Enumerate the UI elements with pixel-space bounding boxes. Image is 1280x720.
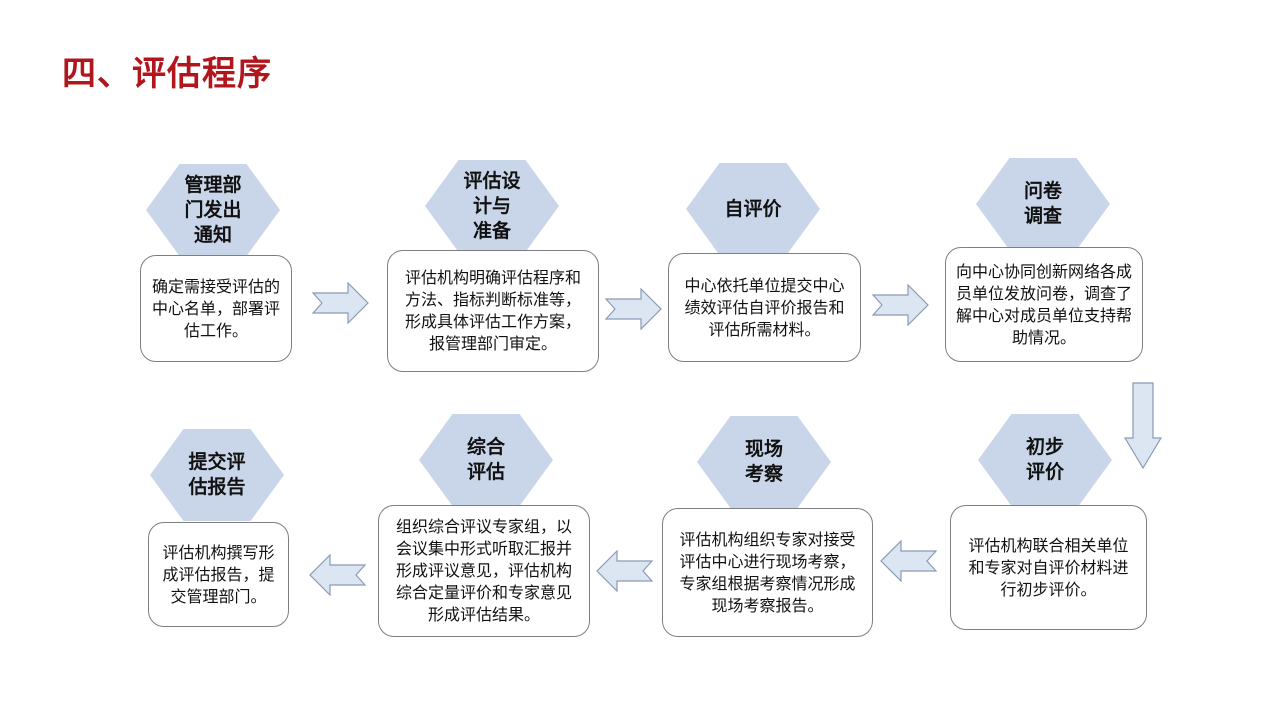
arrow-left-icon [880,540,937,582]
page-title: 四、评估程序 [62,54,272,94]
step-7-box: 组织综合评议专家组，以会议集中形式听取汇报并形成评议意见，评估机构综合定量评价和… [378,505,590,637]
arrow-down-icon [1124,382,1162,470]
step-4-desc: 向中心协同创新网络各成员单位发放问卷，调查了解中心对成员单位支持帮助情况。 [956,261,1133,347]
step-8-hexagon: 提交评 估报告 [150,429,284,521]
step-6-hexagon: 现场 考察 [697,416,831,508]
step-2-box: 评估机构明确评估程序和方法、指标判断标准等，形成具体评估工作方案，报管理部门审定… [387,250,599,372]
step-7-hexagon: 综合 评估 [419,414,553,506]
step-3-box: 中心依托单位提交中心绩效评估自评价报告和评估所需材料。 [668,253,861,362]
step-3-desc: 中心依托单位提交中心绩效评估自评价报告和评估所需材料。 [684,275,845,339]
step-6-title: 现场 考察 [744,438,783,485]
step-6-desc: 评估机构组织专家对接受评估中心进行现场考察，专家组根据考察情况形成现场考察报告。 [679,529,856,615]
step-8-desc: 评估机构撰写形成评估报告，提交管理部门。 [162,542,275,606]
step-4-title: 问卷 调查 [1023,180,1062,227]
step-5-desc: 评估机构联合相关单位和专家对自评价材料进行初步评价。 [968,535,1129,599]
step-1-box: 确定需接受评估的中心名单，部署评估工作。 [140,255,292,362]
step-5-hexagon: 初步 评价 [978,414,1112,506]
arrow-right-icon [872,284,929,326]
step-2-hexagon: 评估设 计与 准备 [425,160,559,252]
step-7-title: 综合 评估 [466,436,505,483]
step-7-desc: 组织综合评议专家组，以会议集中形式听取汇报并形成评议意见，评估机构综合定量评价和… [395,517,572,624]
step-1-hexagon: 管理部 门发出 通知 [146,164,280,256]
arrow-right-icon [312,282,369,324]
step-8-title: 提交评 估报告 [188,451,246,498]
step-3-hexagon: 自评价 [686,163,820,255]
step-4-hexagon: 问卷 调查 [976,158,1110,250]
step-6-box: 评估机构组织专家对接受评估中心进行现场考察，专家组根据考察情况形成现场考察报告。 [662,508,873,637]
step-1-title: 管理部 门发出 通知 [184,173,242,246]
step-2-title: 评估设 计与 准备 [463,169,521,242]
arrow-left-icon [596,550,653,592]
step-1-desc: 确定需接受评估的中心名单，部署评估工作。 [151,276,280,340]
arrow-right-icon [605,288,662,330]
step-8-box: 评估机构撰写形成评估报告，提交管理部门。 [148,522,289,627]
step-5-box: 评估机构联合相关单位和专家对自评价材料进行初步评价。 [950,505,1147,630]
arrow-left-icon [309,554,366,596]
step-5-title: 初步 评价 [1025,436,1064,483]
step-2-desc: 评估机构明确评估程序和方法、指标判断标准等，形成具体评估工作方案，报管理部门审定… [404,268,581,353]
step-4-box: 向中心协同创新网络各成员单位发放问卷，调查了解中心对成员单位支持帮助情况。 [945,247,1143,362]
step-3-title: 自评价 [724,197,782,220]
